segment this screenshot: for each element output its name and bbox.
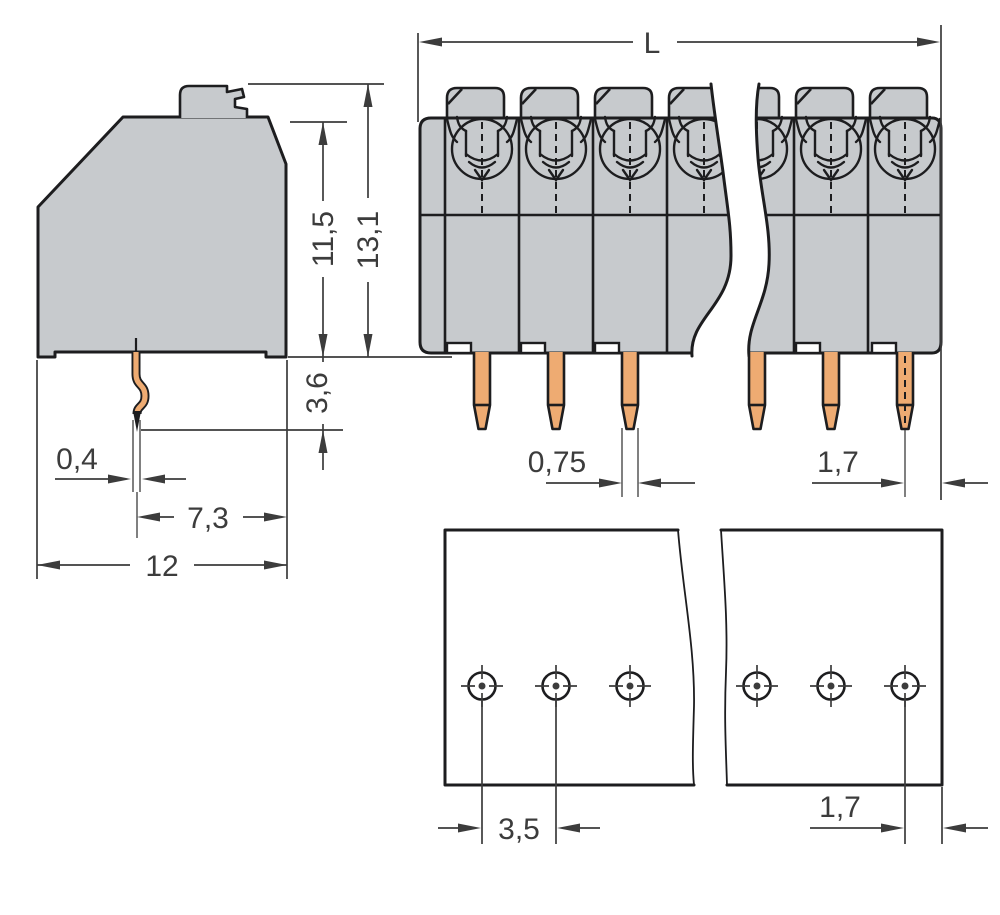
front-view-dimensions: L 0,75 1,7 — [417, 25, 988, 500]
dim-label-pin-to-edge: 7,3 — [187, 502, 229, 535]
dim-label-pin-thickness: 0,4 — [56, 443, 98, 476]
side-view-tab — [180, 86, 247, 118]
side-view-dimensions: 11,5 13,1 3,6 0,4 7,3 12 — [36, 83, 452, 583]
side-view: 11,5 13,1 3,6 0,4 7,3 12 — [36, 83, 452, 583]
dim-label-total-height: 13,1 — [352, 211, 385, 269]
break-line-right — [747, 82, 771, 358]
drilling-plan: 3,5 1,7 — [438, 528, 988, 846]
front-view: L 0,75 1,7 — [417, 25, 988, 500]
break-line-left — [690, 82, 733, 358]
drilling-plan-dimensions: 3,5 1,7 — [438, 701, 988, 846]
dim-label-hole-pitch: 3,5 — [498, 813, 540, 846]
side-view-pin — [131, 338, 150, 538]
dim-label-body-height: 11,5 — [307, 211, 340, 267]
dim-label-pin-protrusion: 3,6 — [301, 372, 334, 414]
dim-label-pin-width: 0,75 — [528, 446, 586, 479]
dim-label-length: L — [644, 27, 661, 60]
dim-label-hole-to-edge: 1,7 — [819, 791, 861, 824]
dim-label-last-pole-to-edge: 1,7 — [817, 446, 859, 479]
dim-label-total-depth: 12 — [145, 550, 178, 583]
